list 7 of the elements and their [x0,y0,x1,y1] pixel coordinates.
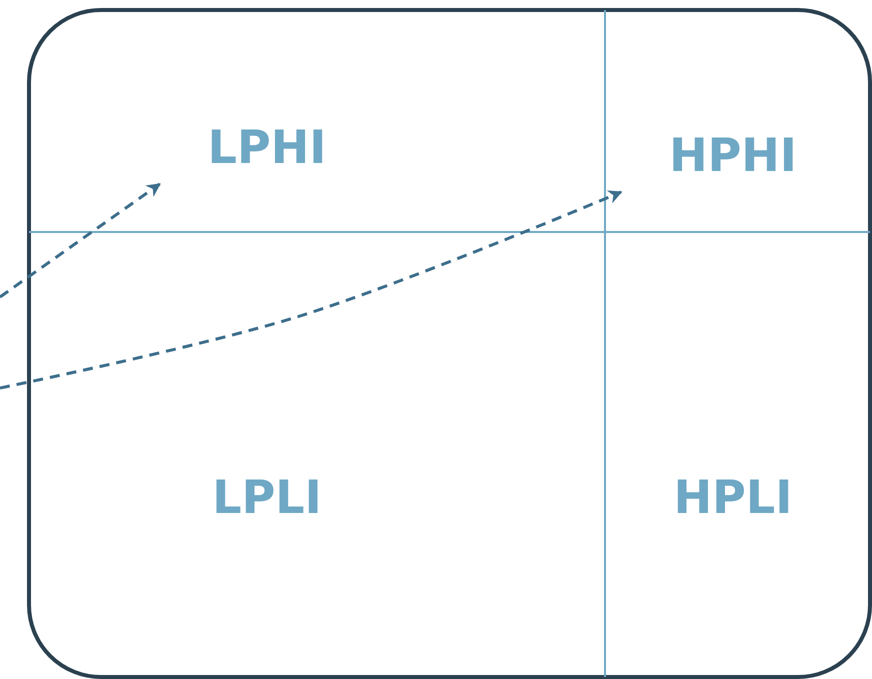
quadrant-label: LPHI [208,124,326,170]
quadrant-label: LPLI [212,474,322,520]
quadrant-frame [27,8,872,679]
dashed-arrow [0,190,622,390]
quadrant-label: HPHI [669,132,797,178]
dashed-arrow [0,182,161,298]
quadrant-label: HPLI [674,474,792,520]
